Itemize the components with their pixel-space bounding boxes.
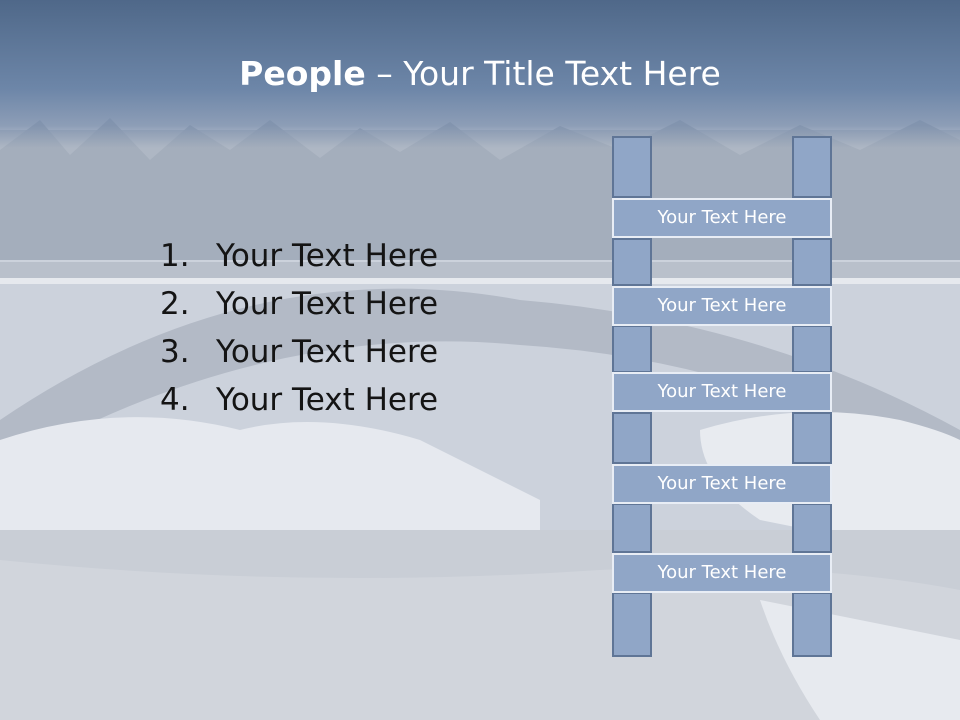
ladder-left-rail (612, 592, 652, 657)
ladder-right-rail (792, 238, 832, 286)
list-item: 1. Your Text Here (160, 232, 438, 280)
title-bar (0, 0, 960, 148)
ladder-left-rail (612, 503, 652, 553)
numbered-list: 1. Your Text Here 2. Your Text Here 3. Your… (160, 232, 438, 424)
ladder-right-rail (792, 325, 832, 373)
ladder-left-rail (612, 238, 652, 286)
list-text: Your Text Here (216, 382, 439, 418)
ladder-left-rail (612, 136, 652, 198)
ladder-rung-3: Your Text Here (612, 372, 832, 412)
list-number: 3. (160, 334, 190, 370)
list-number: 1. (160, 238, 190, 274)
list-item: 3. Your Text Here (160, 328, 438, 376)
ladder-rung-2: Your Text Here (612, 286, 832, 326)
ladder-right-rail (792, 412, 832, 464)
ladder-left-rail (612, 412, 652, 464)
slide-title: People – Your Title Text Here (0, 54, 960, 93)
ladder-rung-4: Your Text Here (612, 464, 832, 504)
ladder-rung-5: Your Text Here (612, 553, 832, 593)
ladder-right-rail (792, 136, 832, 198)
ladder-right-rail (792, 503, 832, 553)
list-item: 4. Your Text Here (160, 376, 438, 424)
list-number: 4. (160, 382, 190, 418)
list-text: Your Text Here (216, 286, 439, 322)
ladder-rung-1: Your Text Here (612, 198, 832, 238)
title-bold: People (239, 54, 366, 93)
list-text: Your Text Here (216, 334, 439, 370)
list-number: 2. (160, 286, 190, 322)
list-item: 2. Your Text Here (160, 280, 438, 328)
ladder-left-rail (612, 325, 652, 373)
ladder-right-rail (792, 592, 832, 657)
list-text: Your Text Here (216, 238, 439, 274)
title-rest: – Your Title Text Here (365, 54, 721, 93)
